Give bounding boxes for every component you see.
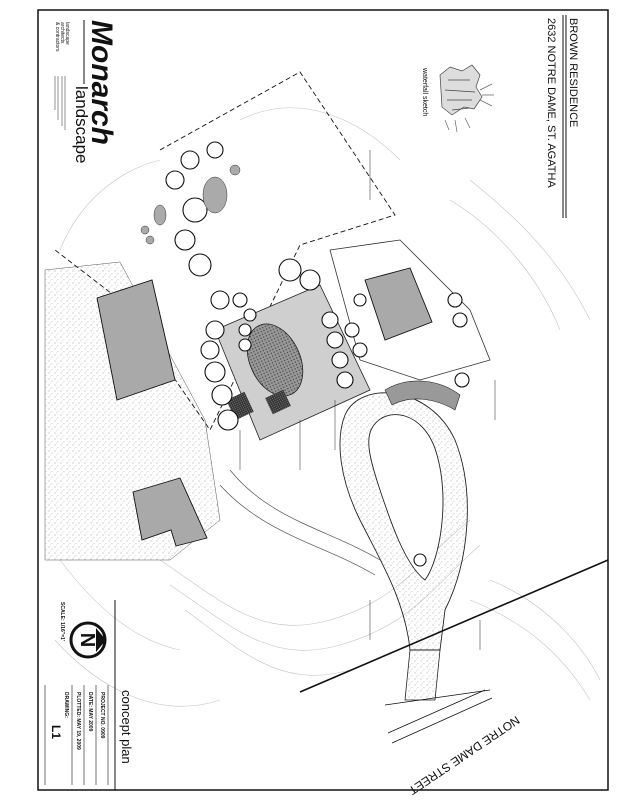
building-l [132,477,208,547]
trees [165,141,470,567]
scale-label: SCALE: 1/16"=1' [59,602,65,641]
logo-tagline-2: architects [59,22,65,44]
sheet-title: concept plan [119,690,134,764]
logo-script: Monarch [85,20,118,145]
project-address: 2632 NOTRE DAME, ST. AGATHA [545,18,557,188]
date: DATE: MAY 2009 [87,692,93,732]
svg-text:N: N [76,633,98,647]
house-wing [364,267,433,341]
drawing-number: L1 [49,725,63,739]
project-number: PROJECT NO. 0909 [99,692,105,739]
north-arrow: N [69,621,107,659]
shrub-masses [140,164,241,245]
waterfall-caption: waterfall sketch [421,67,428,116]
firm-logo: Monarch landscape landscape architects &… [54,20,118,164]
annotation-leaders [239,150,496,650]
driveway [219,392,468,701]
project-title: BROWN RESIDENCE [567,18,579,127]
plotted-date: PLOTTED: MAY 19, 2009 [75,692,81,750]
logo-tagline-3: & contractors [54,22,60,52]
logo-tagline-1: landscape [64,22,70,45]
waterfall-sketch: waterfall sketch [421,64,494,133]
drawing-label: DRAWING: [63,692,69,718]
pool [246,323,304,397]
building-main [96,279,176,401]
logo-word: landscape [72,86,91,164]
title-block: concept plan N SCALE: 1/16"=1' PROJECT N… [44,600,134,790]
notre-dame-street [299,559,609,744]
title-strip: BROWN RESIDENCE 2632 NOTRE DAME, ST. AGA… [545,15,579,218]
